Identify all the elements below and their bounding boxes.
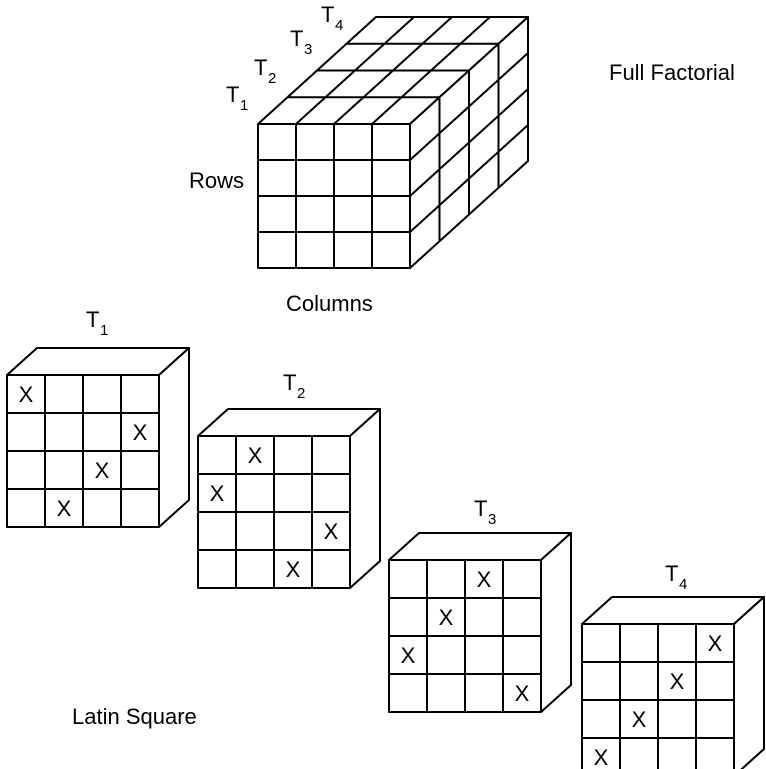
treatment-x-mark: X [477,567,492,592]
treatment-x-mark: X [401,643,416,668]
treatment-x-mark: X [19,382,34,407]
treatment-x-mark: X [632,707,647,732]
columns-label: Columns [286,291,373,316]
cube-layer-label-t3: T 3 [290,26,312,58]
block-side-face [540,532,572,713]
cube-layer-label-t4-sub: 4 [335,17,343,34]
latin-square-title: Latin Square [72,704,197,729]
cube-layer-label-t3-base: T [290,26,303,51]
treatment-x-mark: X [324,519,339,544]
block-top-face [6,347,190,376]
rows-label: Rows [189,168,244,193]
treatment-x-mark: X [594,745,609,769]
latin-square-label-t3-sub: 3 [488,511,496,528]
cube-top-column-line [371,16,491,125]
treatment-x-mark: X [286,557,301,582]
cube-layer-label-t4-base: T [321,2,334,27]
block-top-face [197,408,381,437]
cube-layer-label-t2-sub: 2 [268,70,276,87]
latin-square-label-t1: T 1 [86,307,108,339]
latin-square-label-t2-sub: 2 [297,385,305,402]
treatment-x-mark: X [515,681,530,706]
cube-layer-label-t3-sub: 3 [304,41,312,58]
latin-square-label-t4: T 4 [665,561,687,593]
block-side-face [158,347,190,528]
cube-layer-label-t1: T 1 [226,82,248,114]
full-factorial-cube [257,16,529,269]
treatment-x-mark: X [210,481,225,506]
treatment-x-mark: X [95,458,110,483]
latin-square-label-t2-base: T [283,370,296,395]
cube-side-row-line [409,124,529,233]
cube-layer-label-t4: T 4 [321,2,343,34]
block-side-face [733,596,765,769]
full-factorial-title: Full Factorial [609,60,735,85]
treatment-x-mark: X [670,669,685,694]
treatment-x-mark: X [708,631,723,656]
latin-square-label-t4-base: T [665,561,678,586]
cube-layer-label-t1-sub: 1 [240,97,248,114]
treatment-x-mark: X [439,605,454,630]
latin-square-label-t1-base: T [86,307,99,332]
latin-square-label-t4-sub: 4 [679,576,687,593]
block-top-face [581,596,765,625]
latin-square-label-t3-base: T [474,496,487,521]
block-top-face [388,532,572,561]
treatment-x-mark: X [57,496,72,521]
treatment-x-mark: X [248,443,263,468]
cube-layer-label-t1-base: T [226,82,239,107]
block-side-face [349,408,381,589]
latin-square-label-t1-sub: 1 [100,322,108,339]
cube-layer-label-t2: T 2 [254,55,276,87]
latin-square-label-t2: T 2 [283,370,305,402]
treatment-x-mark: X [133,420,148,445]
cube-layer-label-t2-base: T [254,55,267,80]
latin-square-label-t3: T 3 [474,496,496,528]
